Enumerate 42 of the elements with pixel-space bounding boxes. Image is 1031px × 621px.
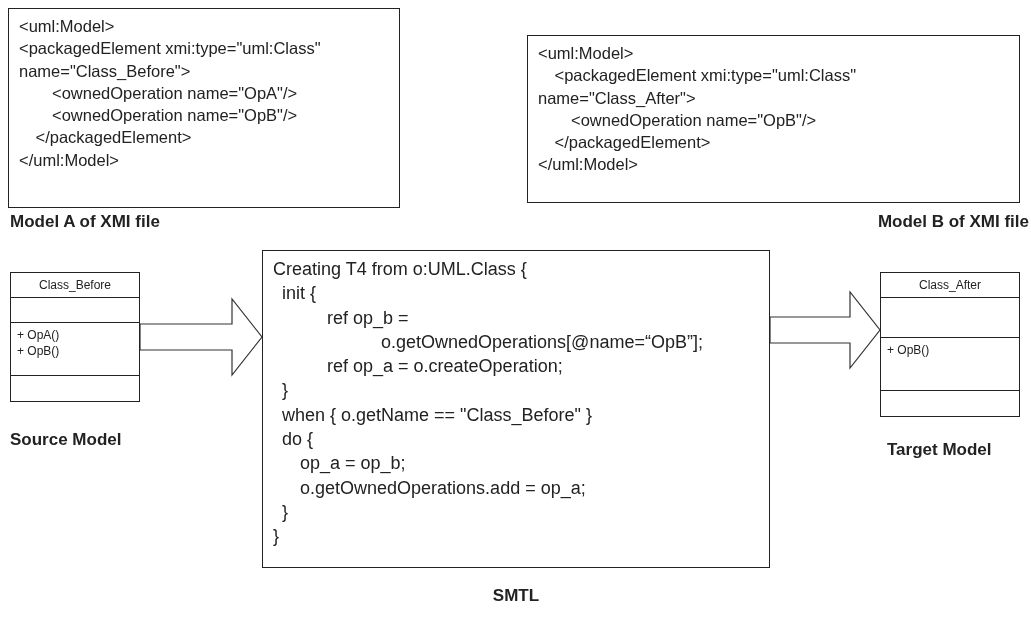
node-label: Model A of XMI file [10,212,160,232]
code-box [8,8,400,208]
code-line: <uml:Model> [538,43,635,64]
class-name: Class_Before [38,278,111,292]
code-line: name="Class_Before"> [19,60,192,82]
node-label: Model B of XMI file [877,212,1029,232]
code-line: } [281,500,289,524]
node-label: Source Model [10,430,122,450]
code-line: </uml:Model> [19,149,120,171]
code-line: when { o.getName == "Class_Before" } [281,403,593,428]
operation-text: + OpA() [16,327,61,344]
block-arrow [139,297,263,377]
node-label: SMTL [492,586,540,606]
node-label: Target Model [887,440,992,460]
operation-text: + OpB() [886,342,931,359]
class-name: Class_After [919,278,981,292]
uml-class-box [880,272,1020,417]
code-line: name="Class_After"> [538,87,697,109]
code-line: } [273,525,280,549]
code-line: <ownedOperation name="OpB"/> [51,105,299,127]
code-line: ref op_b = [326,306,410,330]
code-line: <ownedOperation name="OpA"/> [51,82,299,104]
uml-class-box [10,272,140,402]
code-line: </uml:Model> [538,154,639,176]
operation-text: + OpB() [16,343,61,360]
code-line: init { [281,282,318,306]
code-line: } [281,379,289,403]
code-line: o.getOwnedOperations.add = op_a; [299,476,587,500]
code-line: </packagedElement> [553,132,712,154]
code-line: <uml:Model> [19,16,116,37]
code-line: Creating T4 from o:UML.Class { [273,258,528,281]
block-arrow [769,290,881,370]
code-line: </packagedElement> [34,127,193,149]
code-box [527,35,1020,203]
code-line: op_a = op_b; [299,452,407,476]
code-line: <ownedOperation name="OpB"/> [570,109,818,131]
code-line: do { [281,428,315,452]
code-line: o.getOwnedOperations[@name=“OpB”]; [380,330,704,354]
code-box [262,250,770,568]
code-line: <packagedElement xmi:type="uml:Class" [553,65,858,87]
code-line: <packagedElement xmi:type="uml:Class" [19,38,322,60]
code-line: ref op_a = o.createOperation; [326,355,564,379]
